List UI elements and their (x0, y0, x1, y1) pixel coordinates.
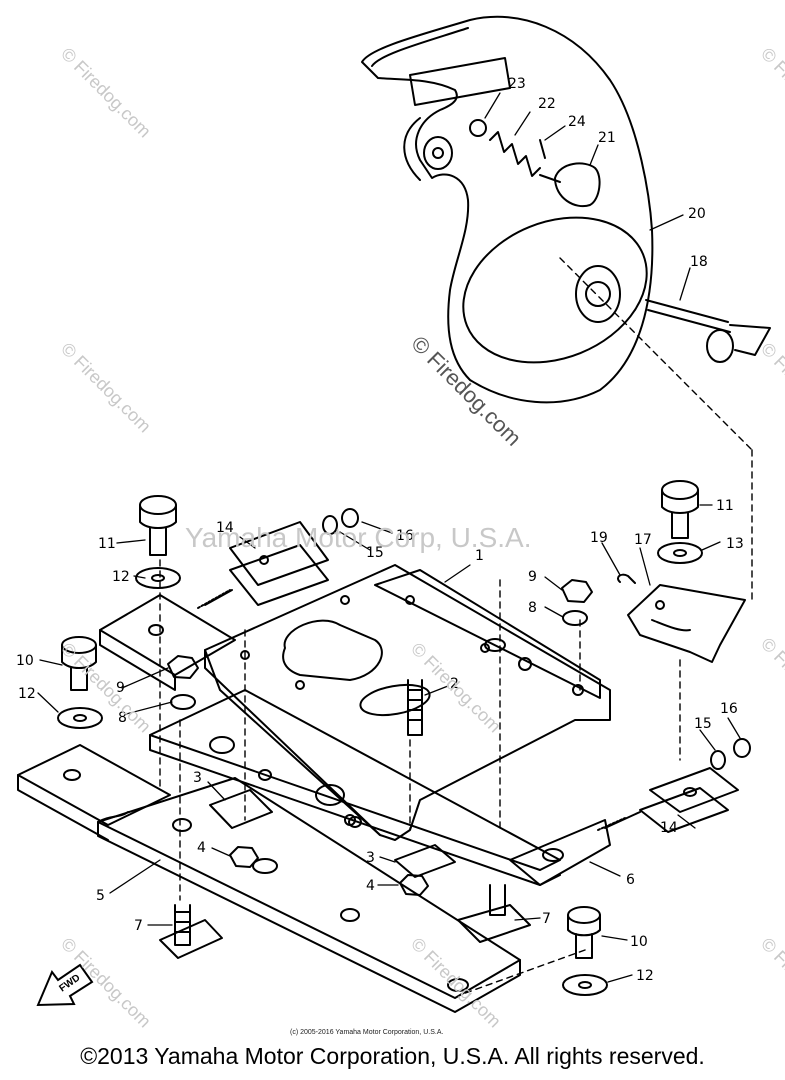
part-label-17: 17 (634, 532, 652, 548)
watermark-top-right: © Firedog.com (757, 44, 785, 142)
shaft-part-18 (645, 299, 771, 363)
part-label-19: 19 (590, 530, 608, 546)
part-label-13: 13 (726, 536, 744, 552)
part-label-12-left: 12 (112, 569, 130, 585)
pawl-part-21 (539, 162, 601, 208)
part-label-9-right: 9 (528, 569, 537, 585)
watermark-owner: Yamaha Motor Corp, U.S.A. (185, 522, 532, 553)
washer-part-8-right (562, 610, 588, 626)
washer-part-13 (657, 542, 703, 564)
watermark-mid-left: © Firedog.com (57, 339, 155, 437)
nut-part-16-upper (341, 508, 359, 528)
stud-part-7-left (159, 904, 223, 959)
part-label-7-left: 7 (134, 918, 143, 934)
part-label-14-upper: 14 (216, 520, 234, 536)
left-bar-upper (99, 594, 236, 691)
part-label-21: 21 (598, 130, 616, 146)
part-label-22: 22 (538, 96, 556, 112)
spacer-part-15-lower (710, 750, 726, 770)
plate-part-3-lower (394, 844, 456, 878)
part-label-11-right: 11 (716, 498, 734, 514)
rail-plate-part-6 (149, 689, 611, 886)
part-label-15-lower: 15 (694, 716, 712, 732)
washer-part-12-upper (135, 567, 181, 589)
plate-part-3-upper (209, 789, 273, 829)
part-label-11-left: 11 (98, 536, 116, 552)
part-label-24: 24 (568, 114, 586, 130)
footer-copyright: ©2013 Yamaha Motor Corporation, U.S.A. A… (80, 1043, 705, 1069)
watermark-lower-right: © Firedog.com (757, 634, 785, 732)
right-bar-upper (374, 569, 601, 699)
bolt-part-10-left (61, 636, 97, 691)
spacer-part-15-upper (322, 515, 338, 535)
washer-part-12-right (562, 974, 608, 996)
watermark-bottom-right: © Firedog.com (757, 934, 785, 1032)
bolt-part-19 (617, 573, 636, 584)
part-label-9-left: 9 (116, 680, 125, 696)
nut-part-4-lower (399, 874, 429, 896)
stud-part-7-right (457, 884, 531, 943)
watermark-mid-right: © Firedog.com (757, 339, 785, 437)
stud-part-2 (407, 679, 423, 736)
bolt-part-11-left (139, 495, 177, 556)
nut-part-9-left (167, 655, 199, 679)
washer-part-12-lower (57, 707, 103, 729)
part-label-20: 20 (688, 206, 706, 222)
washer-part-8-left (170, 694, 196, 710)
part-label-4-upper: 4 (197, 840, 206, 856)
part-label-3-lower: 3 (366, 850, 375, 866)
base-plate-part-5 (17, 744, 521, 1013)
part-label-16-lower: 16 (720, 701, 738, 717)
pin-part-24 (539, 139, 546, 159)
part-label-8-left: 8 (118, 710, 127, 726)
part-label-14-lower: 14 (660, 820, 678, 836)
watermark-top-left: © Firedog.com (57, 44, 155, 142)
part-label-6: 6 (626, 872, 635, 888)
housing-part-20 (361, 15, 654, 404)
part-label-8-right: 8 (528, 600, 537, 616)
fwd-arrow-icon: FWD (36, 963, 94, 1007)
small-copyright: (c) 2005-2016 Yamaha Motor Corporation, … (290, 1029, 444, 1036)
part-label-23: 23 (508, 76, 526, 92)
part-label-7-right: 7 (542, 911, 551, 927)
nut-part-16-lower (733, 738, 751, 758)
washer-part-23 (469, 119, 487, 137)
part-label-18: 18 (690, 254, 708, 270)
part-label-10-left: 10 (16, 653, 34, 669)
watermark-center: © Firedog.com (406, 331, 526, 451)
part-label-4-lower: 4 (366, 878, 375, 894)
spring-part-22 (489, 131, 541, 177)
nut-part-9-right (561, 579, 593, 603)
part-label-5: 5 (96, 888, 105, 904)
part-label-12-lower: 12 (18, 686, 36, 702)
bolt-part-10-right (567, 906, 601, 959)
part-label-12-right: 12 (636, 968, 654, 984)
part-label-1: 1 (475, 548, 484, 564)
bracket-part-17 (627, 584, 746, 663)
part-label-2: 2 (450, 676, 459, 692)
nut-part-4-upper (229, 846, 259, 868)
part-label-15-upper: 15 (366, 545, 384, 561)
part-label-3-upper: 3 (193, 770, 202, 786)
part-label-16-upper: 16 (396, 528, 414, 544)
part-label-10-right: 10 (630, 934, 648, 950)
bolt-part-11-right (661, 480, 699, 539)
